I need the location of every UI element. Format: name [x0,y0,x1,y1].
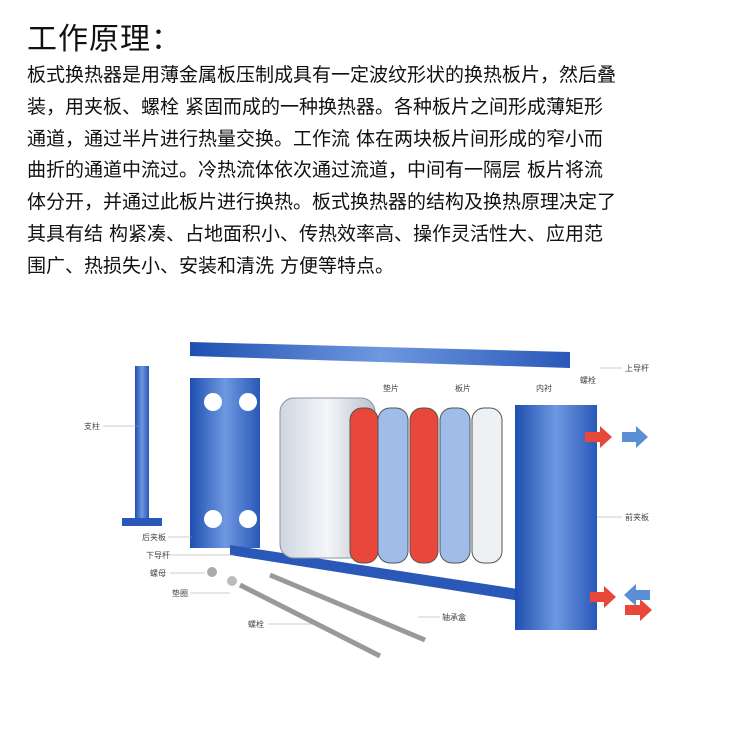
paragraph-line: 通道，通过半片进行热量交换。工作流 体在两块板片间形成的窄小而 [27,127,604,150]
column-foot [122,518,162,526]
label-lower-rod: 下导杆 [146,550,170,560]
bolt [269,572,426,643]
label-column: 支柱 [84,421,100,431]
label-bearing-box: 轴承盒 [442,612,466,622]
upper-guide-rod [190,342,570,368]
label-bolt-bottom: 螺栓 [248,619,264,629]
label-rear-plate: 后夹板 [142,532,166,542]
page-title: 工作原理： [27,22,182,57]
label-bolt-top: 螺栓 [580,375,596,385]
paragraph-line: 体分开，并通过此板片进行换热。板式换热器的结构及换热原理决定了 [27,191,617,214]
rear-plate [190,378,260,548]
bolt [238,582,382,659]
description-paragraph: 板式换热器是用薄金属板压制成具有一定波纹形状的换热板片，然后叠 装，用夹板、螺栓… [27,60,737,283]
front-plate [515,405,597,630]
paragraph-line: 板式换热器是用薄金属板压制成具有一定波纹形状的换热板片，然后叠 [27,64,617,86]
support-column [135,366,149,526]
plates [349,407,503,564]
lower-guide-rod [230,545,590,612]
label-nut: 螺母 [150,568,166,578]
label-lining: 内衬 [536,383,552,393]
label-front-plate: 前夹板 [625,512,649,522]
label-washer: 垫圈 [172,588,188,598]
nut [207,567,217,577]
flow-arrows [585,426,652,621]
paragraph-line: 装，用夹板、螺栓 紧固而成的一种换热器。各种板片之间形成薄矩形 [27,95,604,118]
label-gasket: 垫片 [383,383,399,393]
paragraph-line: 曲折的通道中流过。冷热流体依次通过流道，中间有一隔层 板片将流 [27,159,604,182]
washer [227,576,237,586]
label-plate: 板片 [455,383,471,393]
paragraph-line: 围广、热损失小、安装和清洗 方便等特点。 [27,254,395,277]
paragraph-line: 其具有结 构紧凑、占地面积小、传热效率高、操作灵活性大、应用范 [27,222,604,245]
label-upper-rod: 上导杆 [625,363,649,373]
